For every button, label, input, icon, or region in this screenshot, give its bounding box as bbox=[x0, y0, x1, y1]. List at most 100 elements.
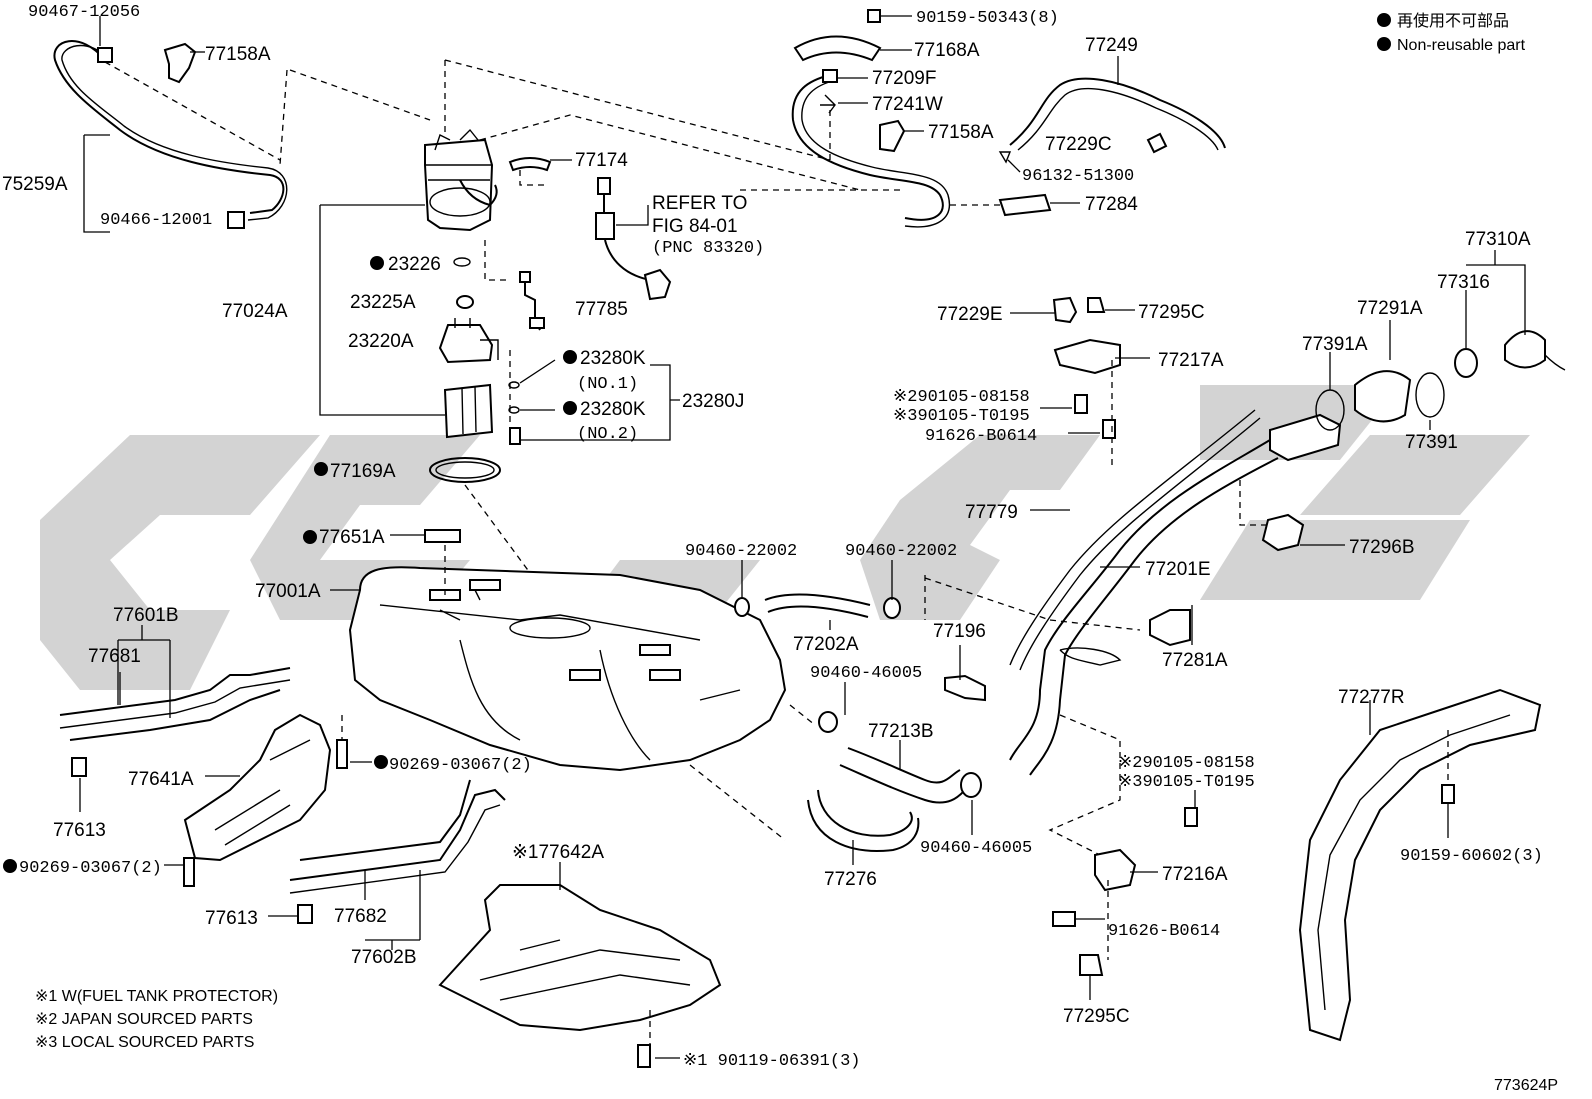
label-90119-06391: ※1 90119-06391(3) bbox=[683, 1052, 860, 1071]
vent-line-group bbox=[740, 9, 1226, 228]
tank-bands-group bbox=[59, 625, 506, 950]
label-90466-12001: 90466-12001 bbox=[100, 211, 212, 230]
pipe-bracket bbox=[1059, 647, 1122, 666]
refer-line-3: (PNC 83320) bbox=[652, 239, 764, 258]
label-23280J: 23280J bbox=[682, 391, 744, 412]
label-77613-a: 77613 bbox=[53, 820, 106, 841]
label-77158A-b: 77158A bbox=[928, 122, 994, 143]
connector-icon bbox=[529, 317, 545, 329]
label-77216A: 77216A bbox=[1162, 864, 1228, 885]
label-77217A: 77217A bbox=[1158, 350, 1224, 371]
clip-77158A-b-icon bbox=[879, 119, 906, 153]
label-77196: 77196 bbox=[933, 621, 986, 642]
legend-dot-icon bbox=[1377, 13, 1391, 27]
gasket-77169A-icon bbox=[429, 457, 501, 483]
label-77169A: 77169A bbox=[330, 461, 396, 482]
label-77284: 77284 bbox=[1085, 194, 1138, 215]
label-77213B: 77213B bbox=[868, 721, 934, 742]
label-no2: (NO.2) bbox=[577, 425, 638, 444]
o-ring-23280K-no1-icon bbox=[508, 381, 520, 389]
non-reusable-dot-icon bbox=[314, 462, 328, 476]
label-77229C: 77229C bbox=[1045, 134, 1112, 155]
hose-clamp-icon bbox=[97, 47, 113, 63]
clamp-77196-icon bbox=[944, 674, 986, 702]
band-77602B bbox=[299, 779, 471, 861]
clip-77158A-icon bbox=[163, 42, 197, 84]
strainer-icon bbox=[443, 383, 494, 439]
label-77391: 77391 bbox=[1405, 432, 1458, 453]
sender-plug-icon bbox=[643, 268, 672, 301]
note-2: ※2 JAPAN SOURCED PARTS bbox=[35, 1011, 253, 1028]
label-91626-B0614-a: 91626-B0614 bbox=[925, 427, 1037, 446]
watermark-shape bbox=[860, 435, 1100, 620]
dashed-leader bbox=[464, 484, 551, 601]
label-90460-22002-b: 90460-22002 bbox=[845, 542, 957, 561]
pump-wire-coil bbox=[459, 179, 498, 207]
label-91626-B0614-b: 91626-B0614 bbox=[1108, 922, 1220, 941]
dashed-leader bbox=[924, 575, 1141, 631]
clip-96132-icon bbox=[998, 151, 1012, 164]
bracket-77310A bbox=[1466, 264, 1526, 335]
dashed-leader bbox=[484, 240, 510, 281]
label-77174: 77174 bbox=[575, 150, 628, 171]
label-77295C-a: 77295C bbox=[1138, 302, 1205, 323]
tank-pad bbox=[469, 579, 501, 591]
label-90105-08158-b: ※290105-08158 bbox=[1118, 754, 1255, 773]
watermark-shape bbox=[1200, 520, 1470, 600]
label-90460-46005-b: 90460-46005 bbox=[920, 839, 1032, 858]
refer-line-1: REFER TO bbox=[652, 193, 747, 214]
cap-ring-77291A-icon bbox=[1354, 370, 1412, 423]
label-90159-60602: 90159-60602(3) bbox=[1400, 847, 1543, 866]
hose-clamp-icon bbox=[822, 69, 838, 83]
clamp-90460-46005-b-icon bbox=[960, 772, 982, 798]
bracket-77284-icon bbox=[998, 193, 1052, 217]
clamp-90460-a-icon bbox=[734, 597, 750, 617]
label-77601B: 77601B bbox=[113, 605, 179, 626]
dashed-leader bbox=[289, 69, 431, 121]
fender-liner-icon bbox=[1298, 688, 1542, 1042]
fuel-cap-group bbox=[1315, 250, 1566, 431]
label-96132-51300: 96132-51300 bbox=[1022, 167, 1134, 186]
bolt-90159-60602-icon bbox=[1441, 784, 1455, 804]
bracket-77217A-icon bbox=[1053, 338, 1121, 375]
label-23226: 23226 bbox=[388, 254, 441, 275]
band-77601B bbox=[59, 667, 291, 716]
label-77229E: 77229E bbox=[937, 304, 1003, 325]
note-1: ※1 W(FUEL TANK PROTECTOR) bbox=[35, 988, 278, 1005]
label-90467-12056: 90467-12056 bbox=[28, 3, 140, 22]
labels: 90467-12056 77158A 75259A 90466-12001 77… bbox=[2, 3, 1558, 1094]
hose-77276-outer bbox=[807, 799, 920, 852]
ring-77168A-icon bbox=[793, 35, 882, 62]
sender-body-icon bbox=[595, 212, 615, 240]
fuel-tank-77001A bbox=[330, 529, 816, 841]
protector-ribs bbox=[214, 739, 311, 846]
tank-pad bbox=[569, 669, 601, 681]
breather-pipe-77779 bbox=[1009, 409, 1256, 666]
pump-bowl bbox=[429, 187, 491, 217]
bolt-icon bbox=[867, 9, 881, 23]
legend-dot-icon bbox=[1377, 37, 1391, 51]
tank-opening bbox=[509, 617, 591, 639]
label-23280K-no2: 23280K bbox=[580, 399, 646, 420]
label-77201E: 77201E bbox=[1145, 559, 1211, 580]
clip-77229E-icon bbox=[1052, 296, 1078, 324]
dashed-leader bbox=[1239, 480, 1270, 526]
bolt-91626-b-icon bbox=[1052, 911, 1076, 927]
leader-line bbox=[519, 359, 556, 384]
cap-tether bbox=[1544, 354, 1566, 371]
dashed-leader bbox=[444, 59, 831, 161]
non-reusable-dot-icon bbox=[563, 401, 577, 415]
band-77682-outer bbox=[289, 804, 501, 894]
dashed-leader bbox=[689, 764, 786, 841]
bolt-90269-icon bbox=[336, 739, 348, 769]
bolt-90105-b-icon bbox=[1184, 807, 1198, 827]
label-77642A: ※177642A bbox=[512, 842, 604, 863]
legend-text-english: Non-reusable part bbox=[1397, 37, 1526, 54]
sender-lead bbox=[604, 239, 651, 281]
dashed-leader bbox=[104, 61, 281, 161]
label-90105-T0195-b: ※390105-T0195 bbox=[1118, 773, 1255, 792]
strainer-ribs bbox=[461, 386, 477, 435]
o-ring-23226-icon bbox=[453, 257, 471, 267]
label-77277R: 77277R bbox=[1338, 687, 1405, 708]
label-no1: (NO.1) bbox=[577, 375, 638, 394]
